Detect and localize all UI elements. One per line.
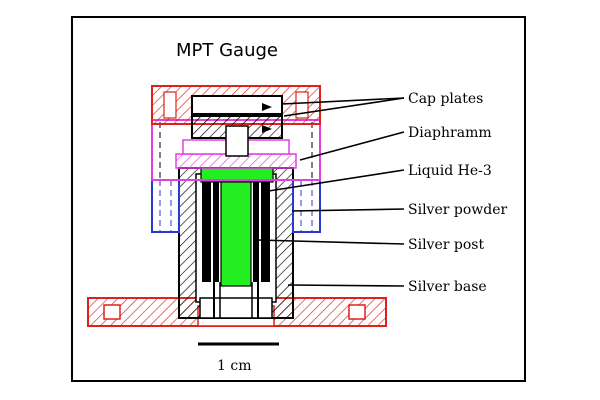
label-silver-post: Silver post bbox=[408, 237, 484, 253]
label-liquid-he3: Liquid He-3 bbox=[408, 163, 492, 179]
liquid-he3-chamber bbox=[200, 167, 274, 287]
silver-posts bbox=[213, 282, 259, 318]
scale-bar-label: 1 cm bbox=[217, 358, 251, 374]
label-silver-powder: Silver powder bbox=[408, 202, 508, 218]
label-diaphragm: Diaphramm bbox=[408, 125, 492, 141]
cap-plates bbox=[151, 85, 321, 157]
silver-powder-region bbox=[202, 182, 270, 282]
diagram-title: MPT Gauge bbox=[176, 40, 278, 61]
label-silver-base: Silver base bbox=[408, 279, 487, 295]
label-cap-plates: Cap plates bbox=[408, 91, 483, 107]
leader-lines bbox=[257, 97, 405, 287]
figure-frame bbox=[71, 16, 526, 382]
